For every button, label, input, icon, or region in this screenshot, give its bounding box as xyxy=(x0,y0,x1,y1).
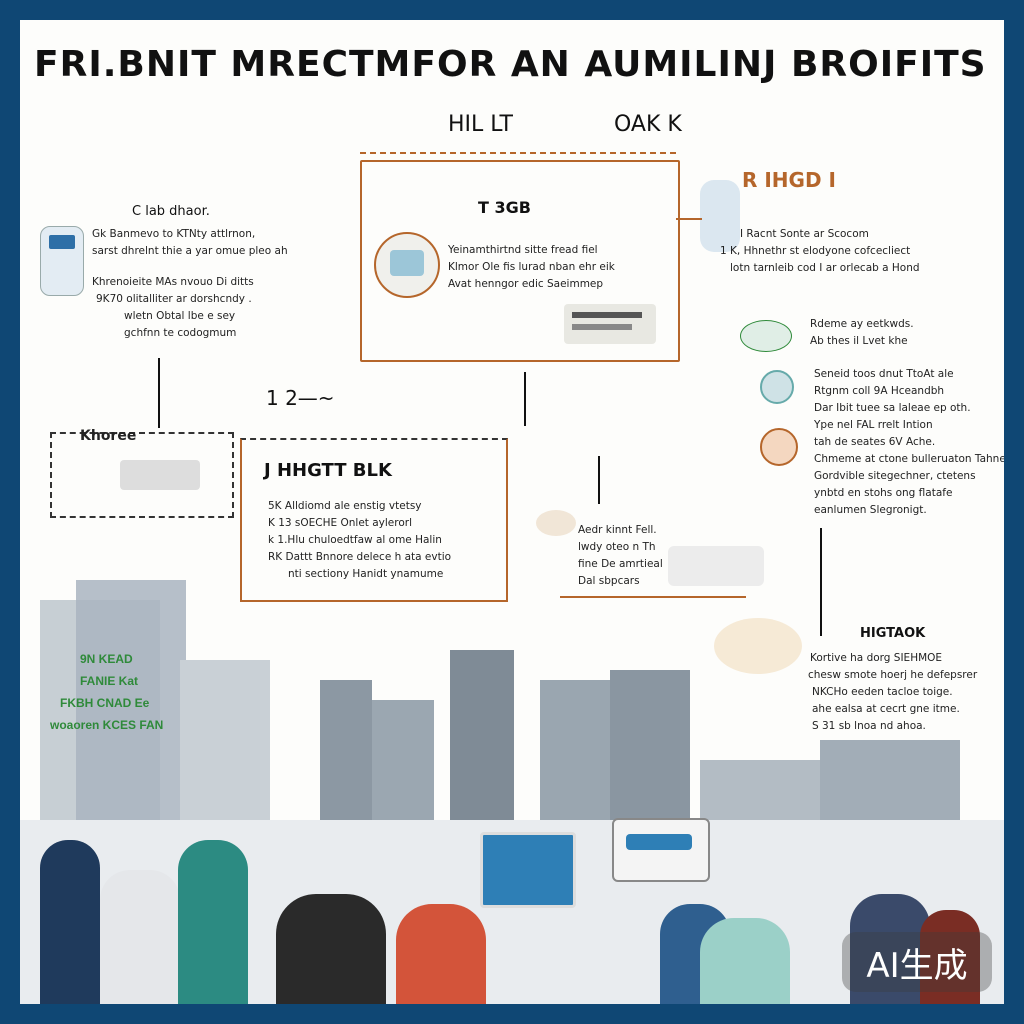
lightbulb-illustration-icon xyxy=(714,618,802,674)
center-box-line: Yeinamthirtnd sitte fread fiel xyxy=(448,244,598,256)
connector-line xyxy=(598,456,600,504)
bottom-left-box-line: k 1.Hlu chuloedtfaw al ome Halin xyxy=(268,534,442,546)
building-green-label: FKBH CNAD Ee xyxy=(60,696,150,710)
screen-illustration-icon xyxy=(668,546,764,586)
gear-icon xyxy=(760,370,794,404)
bottom-right-line: chesw smote hoerj he defepsrer xyxy=(808,669,978,681)
device-icon xyxy=(40,226,84,296)
middle-right-line: fine De amrtieal xyxy=(578,558,663,570)
right-top-line: 1 K, Hhnethr st elodyone cofcecliect xyxy=(720,245,911,257)
connector-line xyxy=(560,596,746,604)
left-panel-line: Khrenoieite MAs nvouo Di ditts xyxy=(92,276,254,288)
flow-arrow-marks: 1 2—~ xyxy=(266,386,335,410)
bottom-left-box-line: RK Dattt Bnnore delece h ata evtio xyxy=(268,551,452,563)
kiosk-screen-icon xyxy=(480,832,576,908)
right-item-line: Rtgnm coll 9A Hceandbh xyxy=(814,385,945,397)
center-box-line: Avat henngor edic Saeimmep xyxy=(448,278,604,290)
target-icon xyxy=(760,428,798,466)
subtitle-left: HIL LT xyxy=(448,112,513,137)
right-item-line: Ype nel FAL rrelt Intion xyxy=(814,419,933,431)
left-box-label: Khoree xyxy=(80,428,137,444)
ai-generated-badge: AI生成 xyxy=(842,932,992,992)
bottom-right-line: ahe ealsa at cecrt gne itme. xyxy=(812,703,960,715)
vehicle-icon xyxy=(612,818,710,882)
bottom-left-box-line: nti sectiony Hanidt ynamume xyxy=(288,568,444,580)
person-figure-icon xyxy=(178,840,248,1004)
left-panel-line: gchfnn te codogmum xyxy=(124,327,237,339)
connector-line xyxy=(676,218,702,220)
building-green-label: FANIE Kat xyxy=(80,674,139,688)
right-top-header: R IHGD I xyxy=(742,168,836,192)
poster-title: FRI.BNIT MRECTMFOR AN AUMILINJ BROIFITS xyxy=(34,44,987,85)
person-figure-icon xyxy=(700,180,740,252)
person-figure-icon xyxy=(700,918,790,1004)
device-illustration-icon xyxy=(564,304,656,344)
person-figure-icon xyxy=(100,870,180,1004)
connector-line xyxy=(820,528,822,636)
person-figure-icon xyxy=(396,904,486,1004)
tool-illustration-icon xyxy=(120,460,200,490)
right-item-line: Seneid toos dnut TtoAt ale xyxy=(814,368,954,380)
bottom-left-box-header: J HHGTT BLK xyxy=(264,460,392,481)
person-figure-icon xyxy=(276,894,386,1004)
left-panel-line: 9K70 olitalliter ar dorshcndy . xyxy=(96,293,252,305)
bottom-left-box-line: 5K Alldiomd ale enstig vtetsy xyxy=(268,500,422,512)
poster-canvas: FRI.BNIT MRECTMFOR AN AUMILINJ BROIFITS … xyxy=(20,20,1004,1004)
bottom-left-box xyxy=(240,438,508,602)
person-figure-icon xyxy=(920,910,980,1004)
connector-line xyxy=(158,358,160,428)
right-top-line: I Racnt Sonte ar Scocom xyxy=(740,228,869,240)
center-info-box xyxy=(360,160,680,362)
leaf-icon xyxy=(740,320,792,352)
right-item-line: Rdeme ay eetkwds. xyxy=(810,318,914,330)
bottom-right-line: Kortive ha dorg SIEHMOE xyxy=(810,652,943,664)
person-figure-icon xyxy=(40,840,100,1004)
center-box-line: Klmor Ole fis lurad nban ehr eik xyxy=(448,261,615,273)
middle-right-line: lwdy oteo n Th xyxy=(578,541,656,553)
middle-right-line: Dal sbpcars xyxy=(578,575,640,587)
center-box-header: T 3GB xyxy=(478,198,531,217)
right-item-line: Gordvible sitegechner, ctetens xyxy=(814,470,976,482)
right-item-line: eanlumen Slegronigt. xyxy=(814,504,927,516)
left-panel-header: C lab dhaor. xyxy=(132,204,210,219)
right-top-line: lotn tarnleib cod I ar orlecab a Hond xyxy=(730,262,920,274)
right-item-line: Dar Ibit tuee sa laleae ep oth. xyxy=(814,402,971,414)
right-item-line: Ab thes il Lvet khe xyxy=(810,335,908,347)
subtitle-right: OAK K xyxy=(614,112,682,137)
center-box-dash-top xyxy=(360,152,676,160)
machine-illustration-icon xyxy=(374,232,440,298)
left-panel-line: wletn Obtal lbe e sey xyxy=(124,310,236,322)
bottom-right-header: HIGTAOK xyxy=(860,626,926,641)
building-green-label: woaoren KCES FAN xyxy=(50,718,164,732)
connector-line xyxy=(524,372,526,426)
right-item-line: Chmeme at ctone bulleruaton Tahne xyxy=(814,453,1004,465)
city-skyline xyxy=(20,550,1004,850)
bottom-right-line: S 31 sb lnoa nd ahoa. xyxy=(812,720,926,732)
right-item-line: tah de seates 6V Ache. xyxy=(814,436,936,448)
left-dashed-box xyxy=(50,432,234,518)
hand-icon xyxy=(536,510,576,536)
bottom-right-line: NKCHo eeden tacloe toige. xyxy=(812,686,953,698)
person-figure-icon xyxy=(850,894,930,1004)
building-green-label: 9N KEAD xyxy=(80,652,133,666)
left-panel-line: sarst dhrelnt thie a yar omue pleo ah xyxy=(92,245,288,257)
left-panel-line: Gk Banmevo to KTNty attlrnon, xyxy=(92,228,256,240)
middle-right-line: Aedr kinnt Fell. xyxy=(578,524,657,536)
bottom-left-box-line: K 13 sOECHE Onlet aylerorl xyxy=(268,517,413,529)
right-item-line: ynbtd en stohs ong flatafe xyxy=(814,487,953,499)
